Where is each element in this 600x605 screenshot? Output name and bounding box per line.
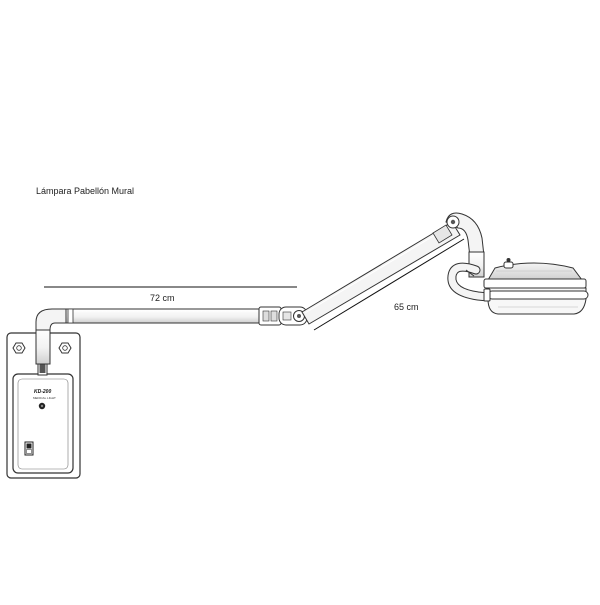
inclined-arm (301, 221, 461, 325)
mount-bolt-right-icon (58, 342, 72, 354)
top-elbow-joint (445, 212, 485, 258)
dimension-label-72: 72 cm (150, 293, 175, 303)
control-box: KD-200 MEDICAL LIGHT (12, 373, 74, 474)
lamp-yoke (447, 251, 493, 302)
dimension-inclined-arm: 65 cm (313, 238, 465, 331)
horizontal-arm (65, 306, 282, 326)
hinge-joint (278, 306, 308, 326)
diagram-title: Lámpara Pabellón Mural (36, 186, 134, 196)
dimension-horizontal-arm: 72 cm (44, 286, 297, 303)
mount-bolt-left-icon (12, 342, 26, 354)
control-box-model: KD-200 (34, 389, 51, 395)
indicator-light-icon (38, 402, 46, 410)
lamp-head (483, 258, 589, 315)
dimension-label-65: 65 cm (394, 302, 419, 312)
power-switch-icon (24, 441, 34, 456)
control-box-subtitle: MEDICAL LIGHT (33, 396, 56, 400)
